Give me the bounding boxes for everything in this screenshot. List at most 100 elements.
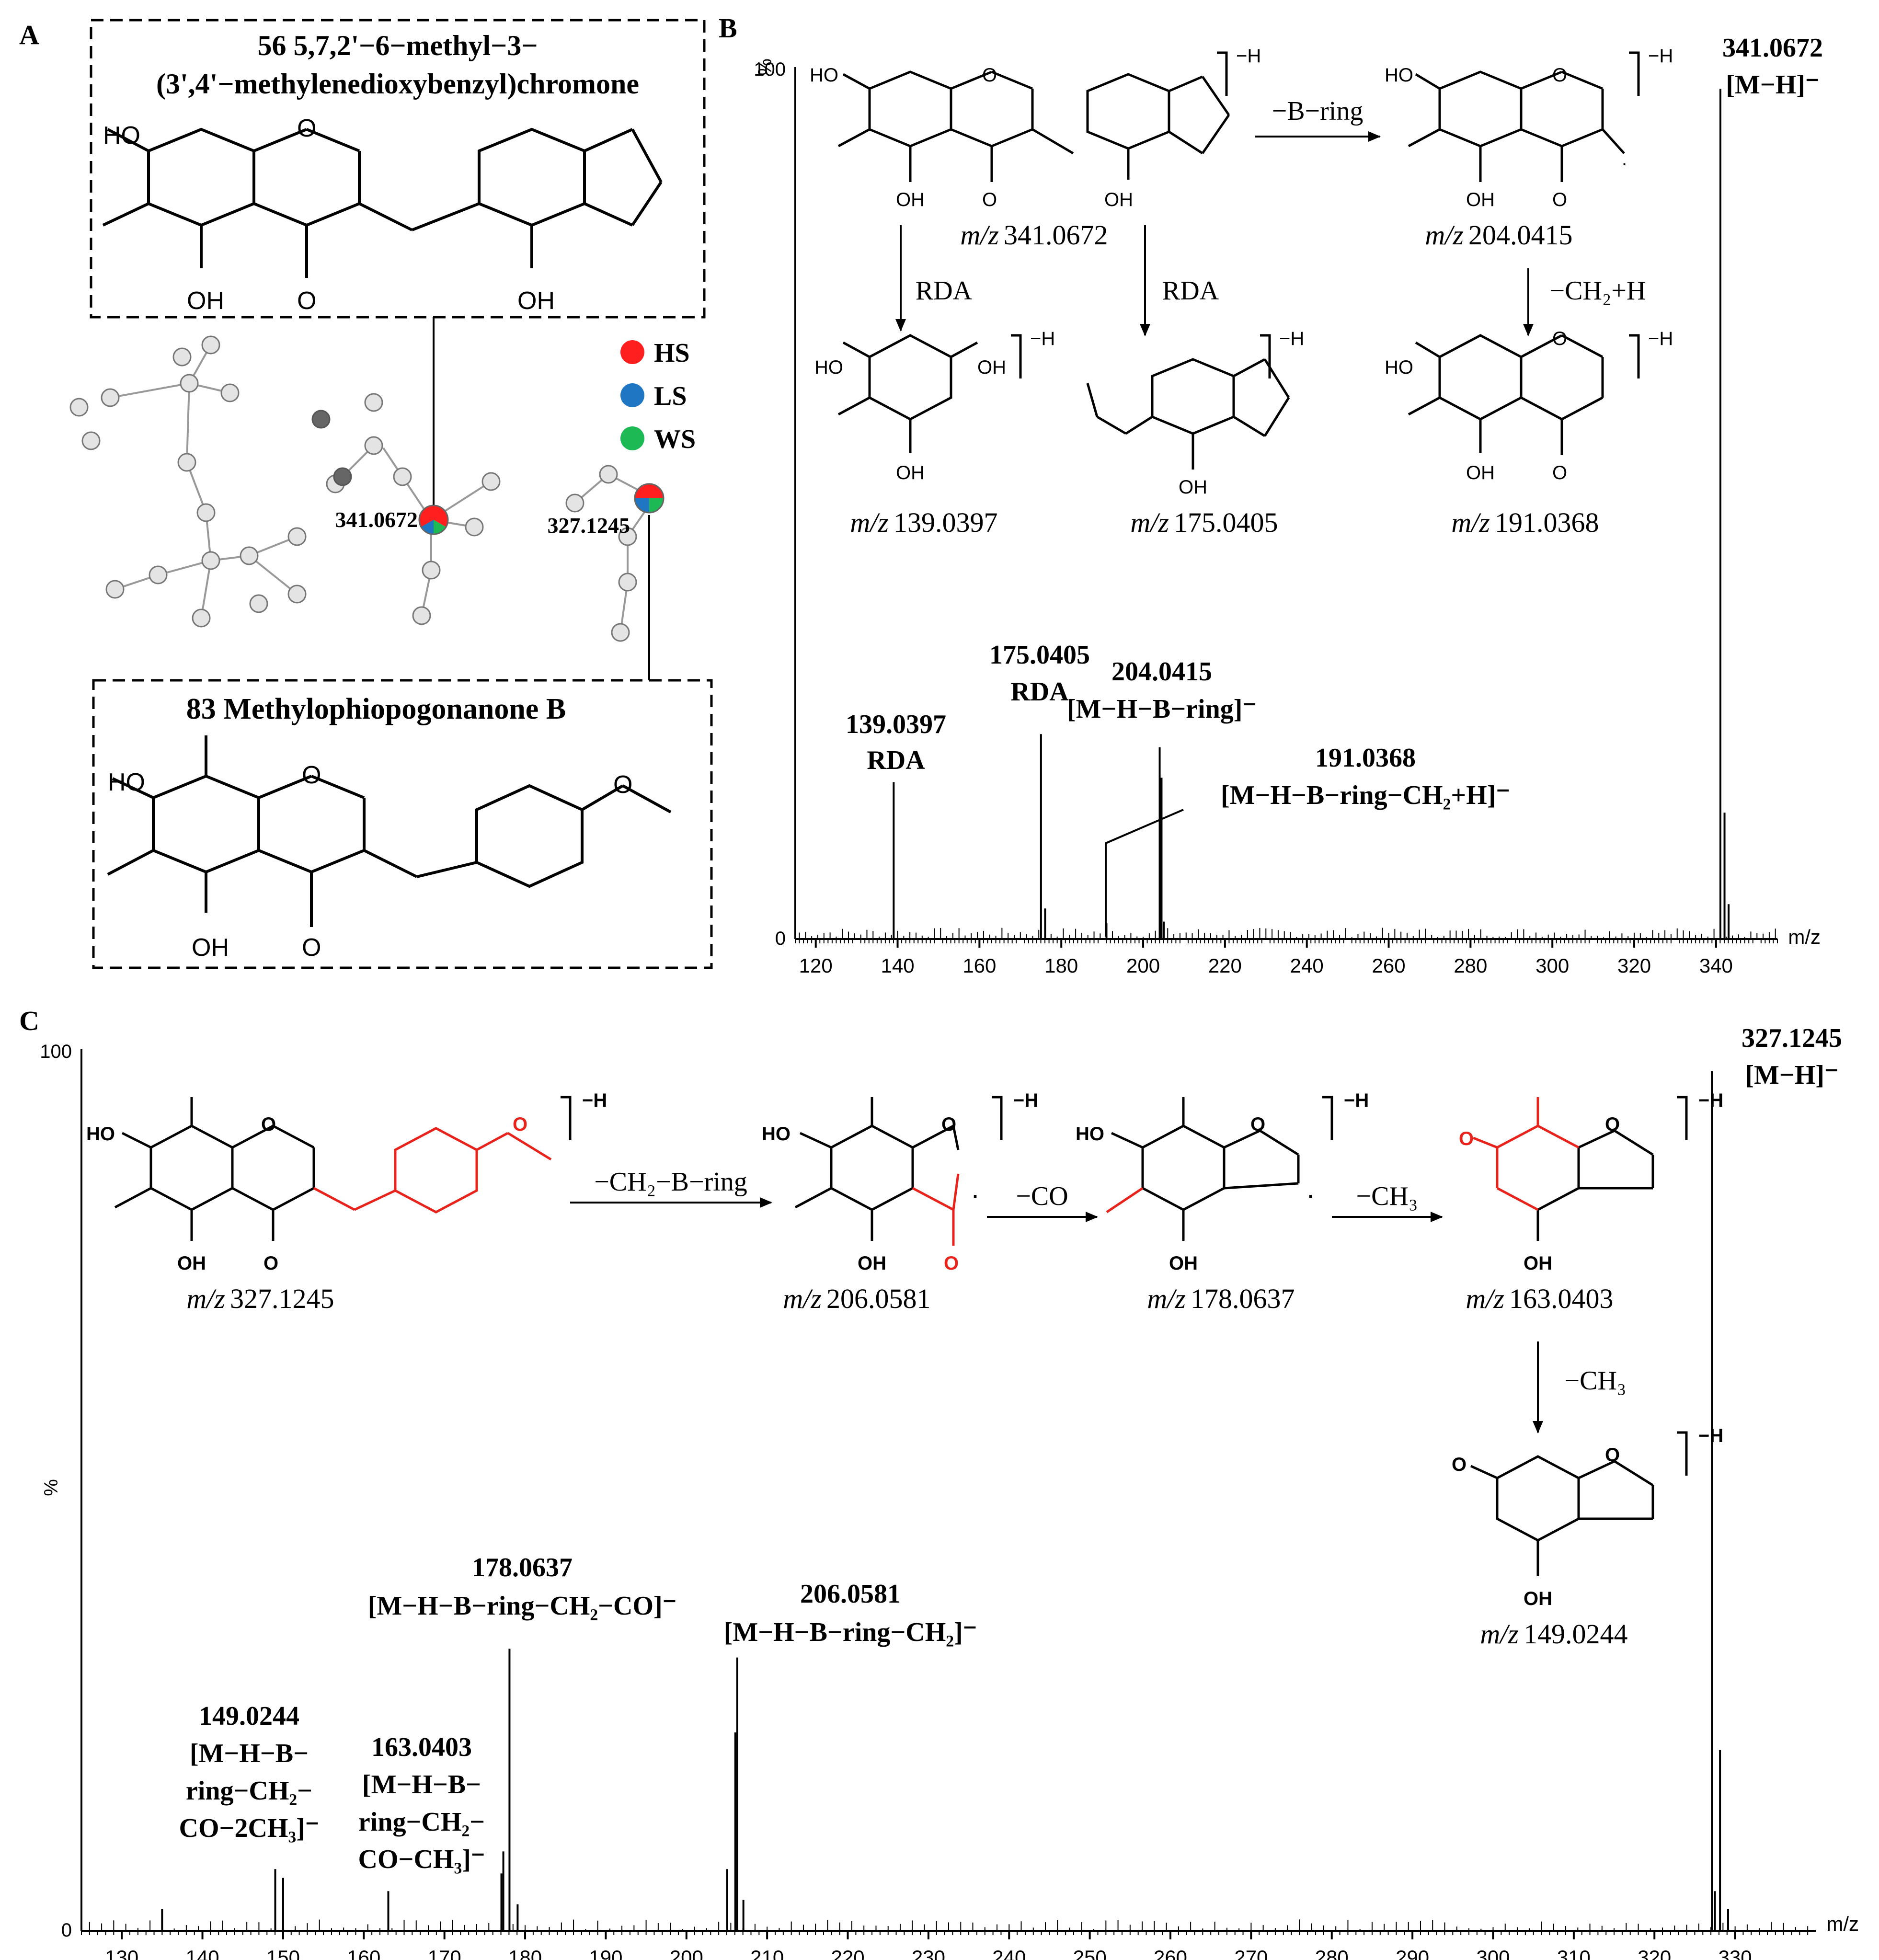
scheme-c-mz-labels: m/z 327.1245 m/z 206.0581 m/z 178.0637 m…: [186, 1283, 1627, 1650]
atom-b-175-h: −H: [1279, 328, 1304, 349]
scheme-b-step-labels: −B−ring RDA RDA −CH₂+H: [916, 96, 1646, 306]
annot-c-149-l3: CO−2CH₃]⁻: [179, 1813, 320, 1843]
atom-c-178-o: O: [1250, 1114, 1265, 1135]
mzp-c-206: m/z: [783, 1283, 822, 1314]
x-tick-label-c-330: 330: [1719, 1946, 1752, 1960]
panel-c-x-axis-title: m/z: [1826, 1913, 1859, 1935]
mzp-b-204: m/z: [1425, 219, 1464, 251]
legend-swatch-hs: [620, 340, 644, 364]
scheme-c-fragment-178-red: [1106, 1187, 1144, 1214]
atom-oh-56a: OH: [187, 287, 224, 315]
x-tick-label-b-340: 340: [1699, 954, 1733, 977]
atom-b-341-oh: OH: [896, 189, 925, 210]
node-341-label: 341.0672: [335, 507, 418, 532]
step-c-co: −CO: [1016, 1181, 1068, 1211]
network-nodes-grey: [69, 335, 637, 642]
panel-b-peaks: [893, 89, 1730, 939]
annot-c-163-l3: CO−CH₃]⁻: [358, 1845, 485, 1874]
atom-b-204-ho: HO: [1385, 65, 1413, 86]
legend-label-hs: HS: [654, 338, 690, 368]
atom-c-206-dot: .: [973, 1181, 978, 1202]
scheme-b-parent-341: [837, 51, 1230, 182]
atom-b-191-oh: OH: [1466, 462, 1495, 483]
atom-b-341-o: O: [982, 65, 997, 86]
x-tick-label-b-200: 200: [1126, 954, 1160, 977]
atom-b-191-ho: HO: [1385, 357, 1413, 378]
mz-b-204: 204.0415: [1468, 219, 1573, 251]
step-b-ch2h: −CH₂+H: [1550, 276, 1646, 306]
compound-83-title: 83 Methylophiopogonanone B: [186, 693, 566, 725]
annot-b-204-mz: 204.0415: [1111, 657, 1212, 687]
x-tick-label-c-320: 320: [1638, 1946, 1671, 1960]
mz-b-191: 191.0368: [1495, 507, 1599, 538]
step-b-rda-1: RDA: [916, 276, 973, 306]
panel-label-a: A: [19, 19, 39, 50]
annot-b-191-label: [M−H−B−ring−CH₂+H]⁻: [1221, 780, 1510, 810]
scheme-b-atom-labels: HO O OH O OH −H HO O OH O . −H HO OH OH …: [810, 46, 1673, 498]
x-tick-label-b-240: 240: [1290, 954, 1324, 977]
atom-b-341-h: −H: [1236, 46, 1261, 67]
scheme-c-fragment-163: [1536, 1096, 1688, 1241]
structure-compound-83-atoms: HO O OH O O: [108, 761, 632, 962]
atom-oh-56b: OH: [517, 287, 555, 315]
mzp-b-341: m/z: [960, 219, 999, 251]
annot-c-178-label: [M−H−B−ring−CH₂−CO]⁻: [368, 1591, 677, 1621]
x-tick-label-c-140: 140: [186, 1946, 219, 1960]
atom-c-163-ket: O: [1459, 1128, 1474, 1149]
mz-c-327: 327.1245: [230, 1283, 334, 1314]
atom-c-327-o: O: [261, 1114, 276, 1135]
atom-b-191-o: O: [1552, 328, 1567, 349]
annot-c-163-l0: 163.0403: [371, 1732, 472, 1762]
scheme-c-fragment-163-red: [1473, 1097, 1580, 1211]
x-tick-label-c-280: 280: [1315, 1946, 1349, 1960]
mz-c-149: 149.0244: [1524, 1618, 1628, 1650]
atom-o-ketone-56: O: [297, 287, 316, 315]
legend: HS LS WS: [620, 338, 696, 454]
step-b-rda-2: RDA: [1162, 276, 1219, 306]
annot-c-149-l1: [M−H−B−: [190, 1739, 309, 1768]
legend-swatch-ws: [620, 426, 644, 450]
x-tick-label-b-300: 300: [1535, 954, 1569, 977]
legend-label-ws: WS: [654, 424, 696, 454]
atom-c-206-ho: HO: [762, 1123, 791, 1145]
legend-swatch-ls: [620, 383, 644, 407]
x-tick-label-b-320: 320: [1617, 954, 1651, 977]
mz-b-175: 175.0405: [1174, 507, 1278, 538]
scheme-b-fragment-139: [837, 334, 1022, 453]
scheme-c-atom-labels: HO O OH O O −H HO O OH O . −H HO O OH . …: [86, 1090, 1723, 1609]
panel-b-y-axis-title: %: [755, 58, 776, 76]
mzp-c-327: m/z: [186, 1283, 225, 1314]
annot-b-341-label: [M−H]⁻: [1726, 70, 1819, 100]
x-tick-label-c-220: 220: [831, 1946, 864, 1960]
mz-b-341: 341.0672: [1004, 219, 1108, 251]
annot-c-149-l2: ring−CH₂−: [186, 1776, 312, 1806]
x-tick-label-b-160: 160: [962, 954, 996, 977]
step-c-ch3-2: −CH₃: [1565, 1366, 1627, 1396]
atom-b-175-oh: OH: [1179, 477, 1207, 498]
compound-56-title-line2: (3',4'−methylenedioxybenzyl)chromone: [156, 68, 639, 100]
legend-label-ls: LS: [654, 381, 687, 411]
panel-b-y-tick-100: 100: [754, 59, 786, 80]
annot-c-149-l0: 149.0244: [199, 1701, 299, 1731]
scheme-b-arrows: [895, 131, 1534, 336]
atom-c-327-h: −H: [582, 1090, 607, 1111]
panel-c-y-axis-title: %: [41, 1479, 62, 1496]
mz-b-139: 139.0397: [894, 507, 998, 538]
annot-c-178-mz: 178.0637: [472, 1553, 573, 1582]
node-341-pie: [418, 504, 449, 535]
x-tick-label-c-190: 190: [589, 1946, 622, 1960]
x-tick-label-c-200: 200: [670, 1946, 703, 1960]
mz-c-206: 206.0581: [826, 1283, 931, 1314]
scheme-b-fragment-204: [1408, 51, 1640, 182]
mzp-c-178: m/z: [1147, 1283, 1186, 1314]
atom-c-163-o: O: [1605, 1114, 1620, 1135]
scheme-c-fragment-206: [794, 1096, 1003, 1241]
x-tick-label-c-270: 270: [1234, 1946, 1268, 1960]
annot-c-163-l1: [M−H−B−: [362, 1770, 481, 1800]
atom-c-149-oh: OH: [1524, 1588, 1552, 1609]
atom-b-341-oh2: OH: [1104, 189, 1133, 210]
step-c-ch3: −CH₃: [1356, 1181, 1418, 1211]
